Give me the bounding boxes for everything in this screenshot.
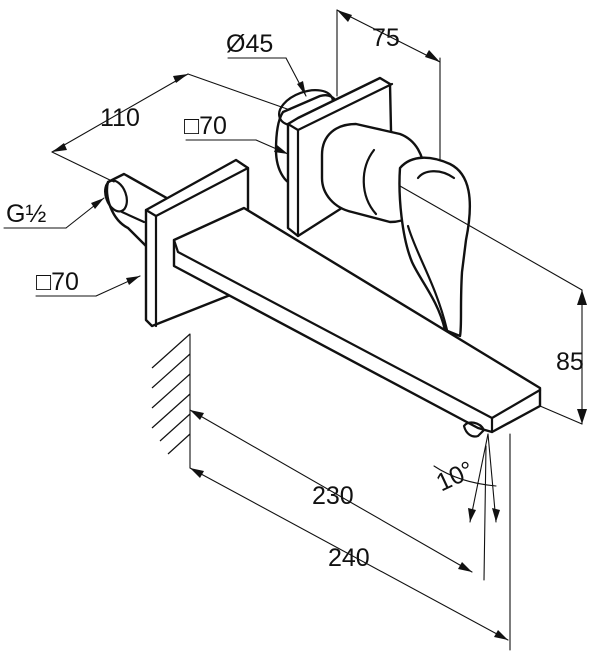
mixer-handle [320,122,472,338]
square-70-bottom-label: □70 [36,268,79,296]
square-70-top-label: □70 [184,112,227,140]
dimension-lines [3,9,583,651]
angle-10-label: 10° [432,456,478,497]
offset-110-label: 110 [100,104,140,132]
height-85-label: 85 [556,348,584,376]
wall-hatching [151,333,191,469]
diameter-45-label: Ø45 [226,30,273,58]
length-240-label: 240 [328,544,370,572]
spout [172,206,542,438]
arrowheads [52,10,587,640]
length-230-label: 230 [312,482,354,510]
depth-75-label: 75 [372,24,400,52]
thread-g-half-label: G½ [6,200,46,228]
